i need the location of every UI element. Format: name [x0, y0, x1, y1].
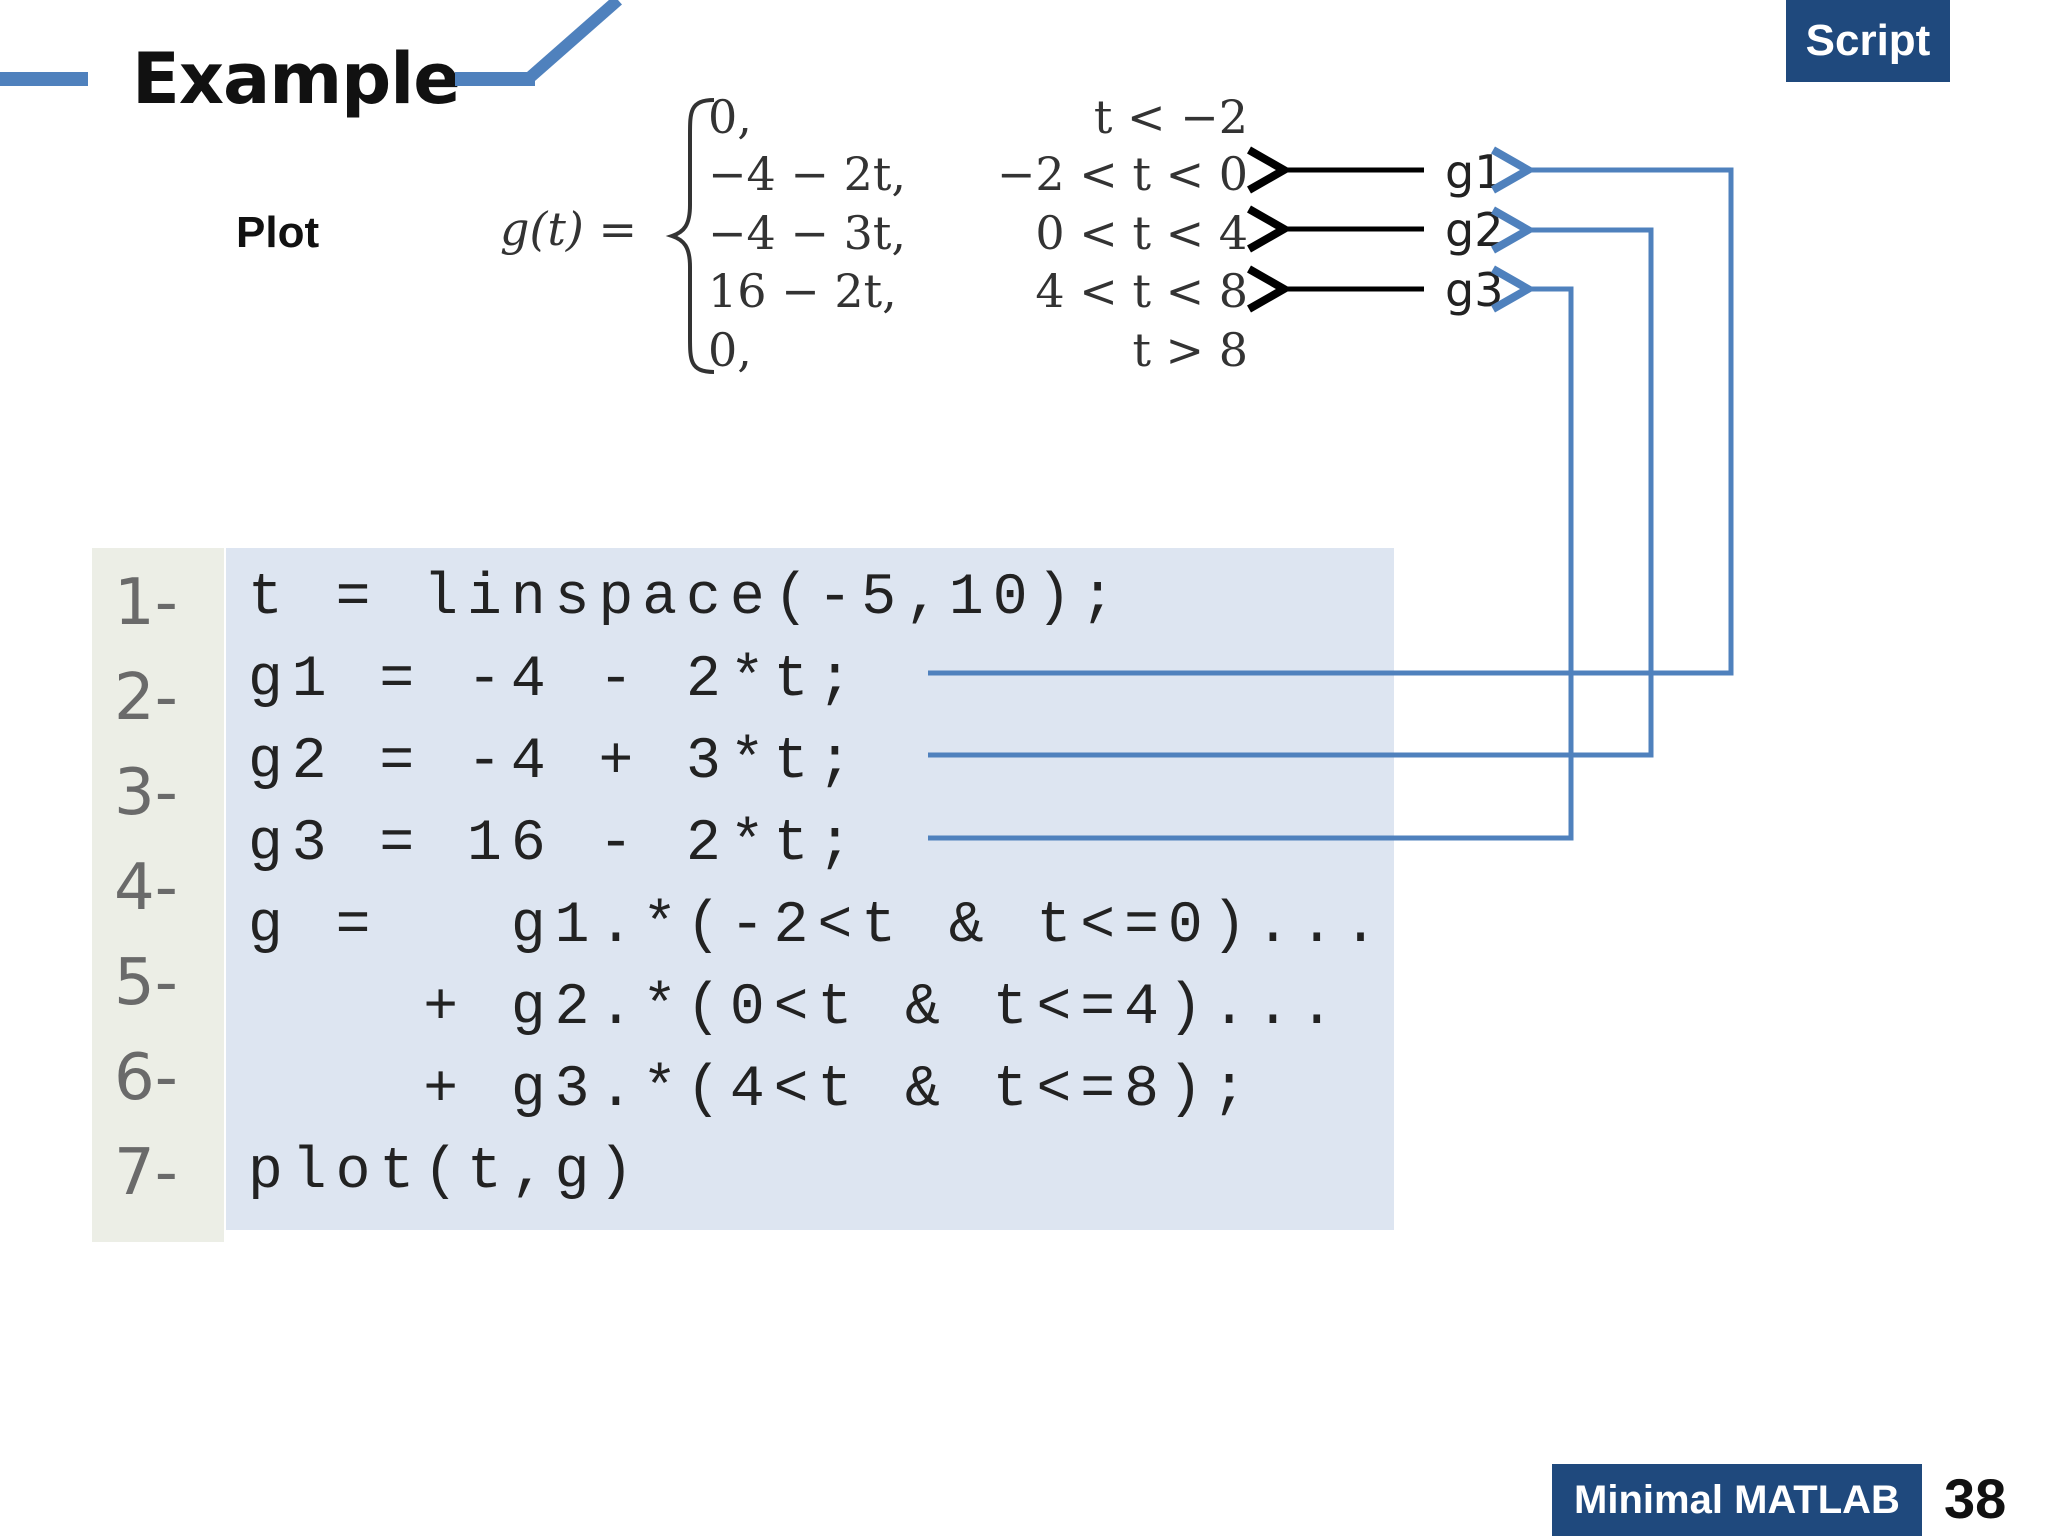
code-line: g3 = 16 - 2*t;	[248, 812, 862, 877]
case-brace	[665, 98, 715, 374]
code-line: t = linspace(-5,10);	[248, 566, 1125, 631]
header-accent-bar-right	[455, 72, 535, 86]
script-badge: Script	[1786, 0, 1950, 82]
plot-label: Plot	[236, 208, 320, 257]
header-diagonal-accent	[523, 0, 622, 85]
course-badge: Minimal MATLAB	[1552, 1464, 1922, 1536]
case-expr-5: 0,	[708, 323, 752, 377]
case-cond-2: −2 < t < 0	[996, 147, 1248, 201]
code-line: g = g1.*(-2<t & t<=0)...	[248, 894, 1387, 959]
line-number: 2-	[114, 661, 178, 735]
code-line: g1 = -4 - 2*t;	[248, 648, 862, 713]
line-number-gutter: 1- 2- 3- 4- 5- 6- 7-	[92, 548, 224, 1242]
code-line: + g2.*(0<t & t<=4)...	[248, 976, 1344, 1041]
page-number: 38	[1944, 1467, 2007, 1530]
line-number: 6-	[114, 1041, 178, 1115]
case-cond-4: 4 < t < 8	[1035, 264, 1248, 318]
case-cond-5: t > 8	[1132, 323, 1248, 377]
code-panel: t = linspace(-5,10); g1 = -4 - 2*t; g2 =…	[226, 548, 1394, 1230]
line-number: 4-	[114, 851, 178, 925]
line-number: 1-	[114, 566, 178, 640]
connector-g3	[928, 265, 1574, 841]
case-cond-1: t < −2	[1093, 90, 1248, 144]
code-line: g2 = -4 + 3*t;	[248, 730, 862, 795]
case-expr-1: 0,	[708, 90, 752, 144]
equation-lhs: g(t) =	[500, 202, 637, 256]
code-line: plot(t,g)	[248, 1140, 643, 1205]
line-number: 7-	[114, 1136, 178, 1210]
slide-title: Example	[132, 38, 461, 120]
case-expr-3: −4 − 3t,	[708, 206, 906, 260]
header-accent-bar-left	[0, 72, 88, 86]
line-number: 3-	[114, 756, 178, 830]
code-line: + g3.*(4<t & t<=8);	[248, 1058, 1256, 1123]
connector-g2	[928, 206, 1654, 758]
connector-g1	[928, 146, 1734, 676]
case-expr-2: −4 − 2t,	[708, 147, 906, 201]
line-number: 5-	[114, 946, 178, 1020]
case-cond-3: 0 < t < 4	[1035, 206, 1248, 260]
case-expr-4: 16 − 2t,	[708, 264, 897, 318]
